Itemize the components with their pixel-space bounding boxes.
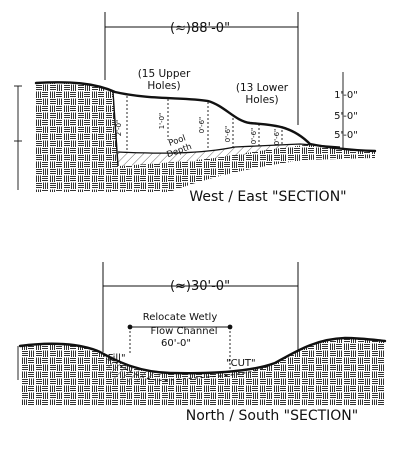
channel-surface-line (18, 336, 387, 375)
lower-holes-line2: Holes) (245, 94, 278, 106)
relocate-line1: Relocate Wetly (143, 312, 218, 323)
upper-holes-line1: (15 Upper (138, 68, 191, 80)
existing-grade-dashed (99, 351, 276, 381)
pool-edge (112, 91, 119, 167)
cut-label: "CUT" (226, 358, 256, 369)
west-east-caption: West / East "SECTION" (189, 189, 346, 205)
depth-label-1: 2'-0" (115, 120, 123, 137)
top-dimension-label: (≈)88'-0" (170, 21, 230, 36)
north-south-caption: North / South "SECTION" (186, 408, 358, 424)
bottom-dimension-label: (≈)30'-0" (170, 279, 230, 294)
depth-label-5: 0'-6" (250, 128, 258, 145)
right-label-2: 5'-0" (334, 111, 358, 122)
fill-hatch (104, 355, 166, 382)
channel-soil-mass (20, 338, 385, 405)
depth-label-2: 1'-0" (158, 113, 166, 130)
depth-label-3: 0'-6" (198, 117, 206, 134)
relocate-line3: 60'-0" (161, 338, 191, 349)
north-south-section: (≈)30'-0" Relocate Wetly Flow Channel 60… (17, 262, 387, 424)
pool-depth-hatch (118, 144, 300, 166)
right-label-1: 1'-0" (334, 90, 358, 101)
right-label-3: 5'-0" (334, 130, 358, 141)
depth-label-4: 0'-6" (224, 126, 232, 143)
depth-markers (126, 96, 283, 153)
depth-label-6: 0'-6" (273, 129, 281, 146)
upper-holes-line2: Holes) (147, 80, 180, 92)
west-east-section: (≈)88'-0" (15 Upper Holes) (13 Lower Hol… (14, 12, 377, 205)
relocate-line2: Flow Channel (150, 326, 217, 337)
fill-label: "Fill" (103, 353, 126, 364)
pool-bottom-line (117, 143, 341, 154)
lower-holes-line1: (13 Lower (236, 82, 289, 94)
